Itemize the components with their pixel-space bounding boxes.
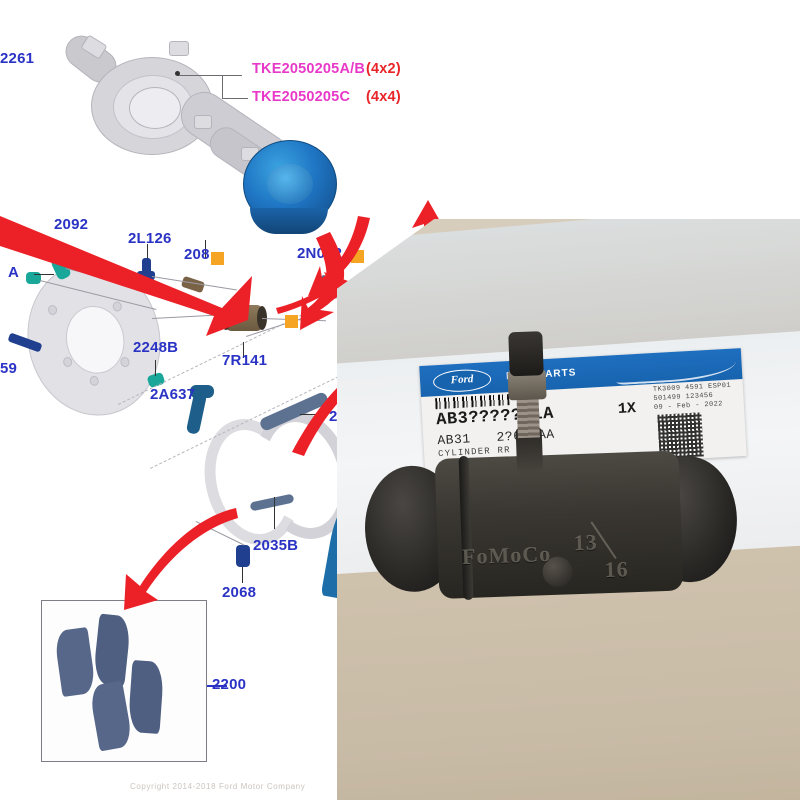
pointer-2035A [300, 414, 326, 416]
pointer-2248B [155, 360, 157, 376]
cast-size-numerator: 13 [573, 529, 599, 556]
pointer-2200 [205, 685, 227, 687]
callout-2L126: 2L126 [128, 230, 172, 247]
marker-orange-7R141 [285, 315, 298, 328]
pointer-7R141 [243, 342, 245, 358]
leader-line-axle-bottom [222, 98, 248, 100]
callout-2092: 2092 [54, 216, 89, 233]
part-2068-illustration [236, 545, 250, 567]
callout-2035B: 2035B [253, 537, 299, 554]
marker-orange-208 [211, 252, 224, 265]
marker-orange-2N042 [351, 250, 364, 263]
callout-59: 59 [0, 360, 18, 377]
brake-drum-rim [250, 208, 328, 234]
pointer-2035B [274, 497, 276, 529]
rear-axle-housing-illustration [55, 29, 300, 235]
wheel-cylinder-product: FoMoCo 13 16 [362, 331, 740, 602]
cylinder-bleeder-cap [508, 331, 544, 377]
callout-2261: 2261 [0, 50, 35, 67]
leader-line-axle-top [178, 75, 242, 77]
callout-2068: 2068 [222, 584, 257, 601]
label-pn-prefix: AB31 [437, 431, 472, 449]
pointer-2068 [242, 567, 244, 583]
guide-line-4 [152, 314, 226, 319]
leader-line-axle-vertical [222, 75, 224, 99]
cast-brand-text: FoMoCo [461, 541, 552, 570]
ford-logo-text: Ford [450, 373, 474, 387]
callout-7R141: 7R141 [222, 352, 268, 369]
cylinder-bleeder-screw [516, 393, 540, 439]
cast-size-denominator: 16 [604, 556, 630, 583]
part-2N042-stem [327, 266, 332, 280]
axle-part-label-4x2: TKE2050205A/B [252, 61, 366, 77]
label-swoosh-graphic [615, 350, 737, 386]
callout-2200: 2200 [212, 676, 247, 693]
label-quantity: 1X [617, 400, 637, 419]
callout-A: A [8, 264, 20, 281]
label-supplier-block: TK3009 4591 ESP01 501499 123456 09 - Feb… [653, 382, 733, 413]
callout-2N042: 2N042 [297, 245, 343, 262]
product-photo-panel: Ford FORDPARTS AB3?????61A AB312?614AA C… [337, 219, 800, 800]
axle-variant-4x2: (4x2) [366, 61, 401, 77]
copyright-text: Copyright 2014-2018 Ford Motor Company [130, 782, 306, 791]
callout-2A637: 2A637 [150, 386, 196, 403]
callout-208: 208 [184, 246, 210, 263]
axle-part-label-4x4: TKE2050205C [252, 89, 351, 105]
leader-dot-axle [175, 71, 180, 76]
brake-shoe-kit-box [41, 600, 207, 762]
callout-2248B: 2248B [133, 339, 179, 356]
axle-variant-4x4: (4x4) [366, 89, 401, 105]
pointer-A [34, 274, 54, 276]
